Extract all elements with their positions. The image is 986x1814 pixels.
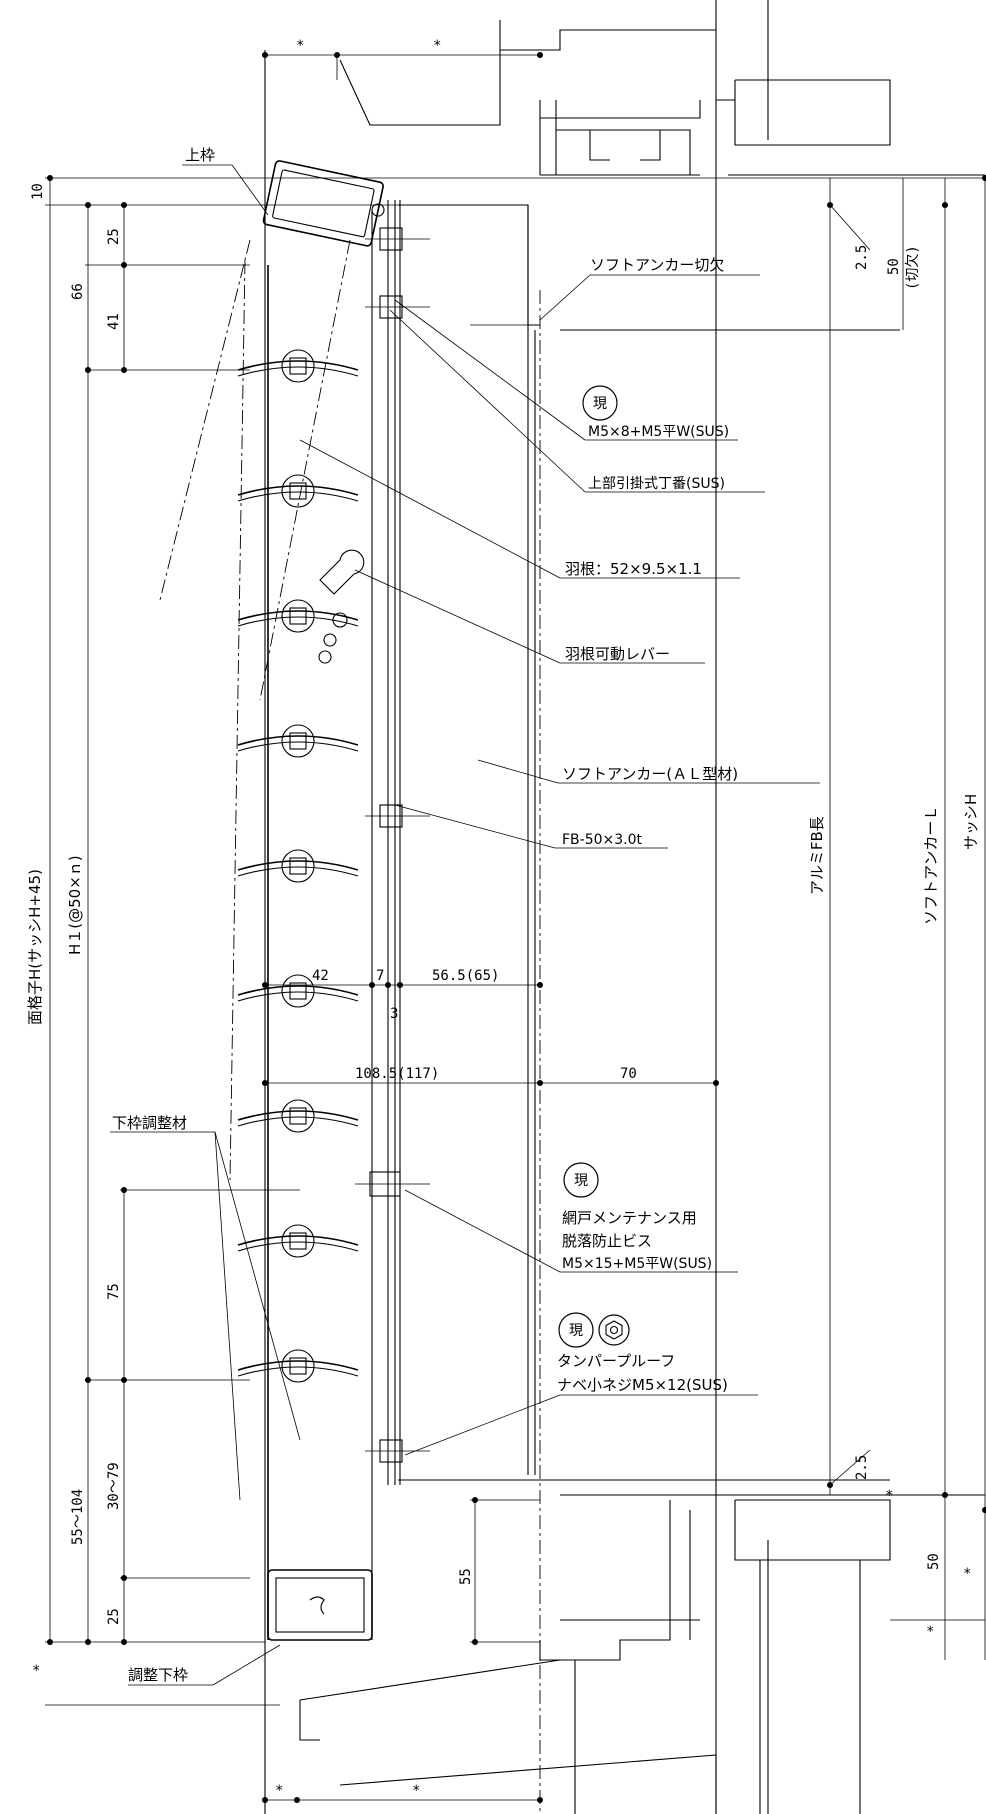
label-upper-hinge: 上部引掛式丁番(SUS) (588, 476, 725, 492)
dim-2-5-top: 2.5 (854, 245, 870, 270)
dim-2-5-bottom: 2.5 (854, 1455, 870, 1480)
label-fb: FB-50×3.0t (562, 832, 643, 848)
star-2: * (433, 38, 441, 54)
label-screw-m5x8: M5×8+M5平W(SUS) (588, 424, 729, 440)
dim-50-cut: 50 (886, 258, 902, 275)
dim-10-top: 10 (30, 183, 46, 200)
label-screw-m5x15: M5×15+M5平W(SUS) (562, 1256, 712, 1272)
dim-30-79: 30～79 (106, 1462, 122, 1510)
dim-108-5: 108.5(117) (355, 1066, 439, 1082)
svg-text:現: 現 (593, 396, 607, 412)
star-7: * (963, 1566, 971, 1582)
label-tamper-line1: タンパープルーフ (557, 1352, 675, 1370)
dim-42: 42 (312, 968, 329, 984)
star-3: * (32, 1663, 40, 1679)
louver-frame (159, 50, 401, 1814)
label-screen-line1: 網戸メンテナンス用 (562, 1209, 697, 1227)
dim-25-bottom: 25 (106, 1608, 122, 1625)
label-lower-frame-adjust: 下枠調整材 (112, 1114, 187, 1132)
dim-66: 66 (70, 283, 86, 300)
dim-3: 3 (390, 1006, 398, 1022)
svg-text:現: 現 (569, 1323, 583, 1339)
label-tamper-line2: ナベ小ネジM5×12(SUS) (557, 1376, 728, 1394)
label-blade: 羽根：52×9.5×1.1 (565, 560, 702, 578)
label-top-frame: 上枠 (185, 146, 215, 164)
star-1: * (296, 38, 304, 54)
dim-70: 70 (620, 1066, 637, 1082)
svg-text:現: 現 (574, 1173, 588, 1189)
star-5: * (412, 1783, 420, 1799)
dim-25-top: 25 (106, 228, 122, 245)
current-badge-3: 現 (558, 1312, 594, 1348)
star-4: * (275, 1783, 283, 1799)
label-soft-anchor-l: ソフトアンカーＬ (922, 806, 940, 925)
label-blade-lever: 羽根可動レバー (565, 645, 670, 663)
dim-75: 75 (106, 1283, 122, 1300)
dim-7: 7 (376, 968, 384, 984)
label-alumi-fb: アルミFB長 (808, 816, 826, 895)
current-badge-2: 現 (563, 1162, 599, 1198)
label-screen-line2: 脱落防止ビス (562, 1232, 652, 1250)
dim-55: 55 (458, 1568, 474, 1585)
leader-lines (110, 164, 820, 1686)
label-sash-h: サッシH (962, 794, 980, 850)
dim-50-bottom: 50 (926, 1553, 942, 1570)
louver-blades (237, 349, 365, 1383)
dim-41: 41 (106, 313, 122, 330)
dim-55-104: 55～104 (70, 1489, 86, 1545)
label-h1: H１(@50×ｎ) (66, 855, 84, 955)
current-badge-1: 現 (582, 385, 618, 421)
hardware (355, 227, 430, 1463)
label-face-lattice: 面格子H(サッシH+45) (26, 869, 44, 1025)
star-8: * (926, 1624, 934, 1640)
star-6: * (885, 1488, 893, 1504)
dim-cut-note: (切欠) (905, 245, 921, 290)
label-soft-anchor-notch: ソフトアンカー切欠 (590, 256, 724, 274)
label-adjust-bottom: 調整下枠 (128, 1666, 188, 1684)
label-soft-anchor-al: ソフトアンカー(ＡＬ型材) (562, 765, 738, 783)
dim-56-5: 56.5(65) (432, 968, 499, 984)
building-structure (299, 0, 985, 1814)
hex-socket-icon (598, 1314, 630, 1346)
dimension-lines (45, 52, 986, 1803)
